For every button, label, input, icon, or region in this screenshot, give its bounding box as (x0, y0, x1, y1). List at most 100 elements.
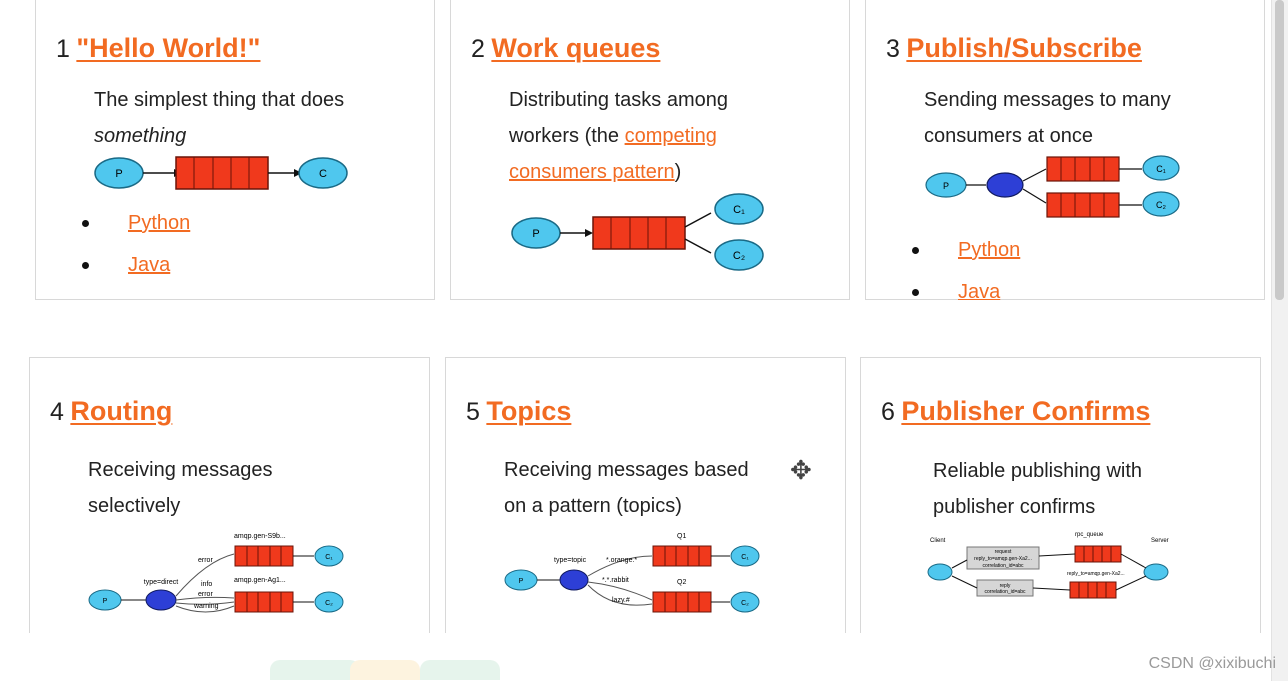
consumer-2-label: C₂ (741, 600, 749, 607)
tutorial-title-link[interactable]: Topics (486, 396, 572, 426)
description-line: on a pattern (topics) (504, 495, 682, 517)
tutorial-card-2: 2 Work queues Distributing tasks among w… (450, 0, 850, 300)
description-line: publisher confirms (933, 496, 1096, 518)
description-emphasis: something (94, 125, 187, 147)
queue-1-name: amqp.gen-S9b... (234, 533, 286, 540)
producer-label: P (532, 228, 539, 240)
consumer-1-label: C₁ (741, 554, 749, 561)
tutorial-title-link[interactable]: Publisher Confirms (901, 396, 1151, 426)
description-text: workers (the (509, 125, 625, 147)
tutorial-description: Sending messages to many consumers at on… (924, 82, 1171, 154)
tutorial-card-4: 4 Routing Receiving messages selectively… (29, 357, 430, 647)
python-link[interactable]: Python (128, 212, 191, 234)
description-line: Distributing tasks among (509, 89, 728, 111)
consumer-1-label: C₁ (1156, 164, 1166, 174)
description-text: ) (674, 161, 682, 183)
tutorial-title-link[interactable]: Publish/Subscribe (906, 33, 1142, 63)
tutorial-title-link[interactable]: Routing (70, 396, 173, 426)
card-heading: 3 Publish/Subscribe (886, 33, 1142, 64)
tutorial-description: The simplest thing that does something (94, 82, 344, 154)
binding-error2-label: error (198, 591, 213, 598)
reply-queue-label: reply_to=amqp.gen-Xa2... (1067, 571, 1125, 577)
producer-label: P (943, 181, 949, 191)
queue-1-name: Q1 (677, 533, 686, 540)
topics-diagram: P type=topic *.orange.* *.*.rabbit lazy.… (504, 533, 760, 613)
exchange-type-label: type=topic (554, 557, 587, 564)
tutorial-card-3: 3 Publish/Subscribe Sending messages to … (865, 0, 1265, 303)
binding-orange-label: *.orange.* (606, 557, 637, 564)
producer-label: P (115, 168, 122, 180)
tutorial-number: 1 (56, 35, 70, 63)
scrollbar-thumb[interactable] (1275, 0, 1284, 300)
card-heading: 4 Routing (50, 396, 172, 427)
vertical-scrollbar[interactable] (1271, 0, 1288, 681)
binding-error-label: error (198, 557, 213, 564)
row-gap (0, 300, 1270, 357)
page-bottom (0, 633, 1272, 681)
queue-2-name: amqp.gen-Ag1... (234, 577, 286, 584)
consumer-1-label: C₁ (325, 554, 333, 561)
rpc-queue-label: rpc_queue (1075, 532, 1104, 538)
tutorial-number: 5 (466, 398, 480, 426)
tutorial-description: Receiving messages selectively (88, 452, 273, 524)
request-correlation: correlation_id=abc (983, 563, 1024, 569)
producer-label: P (103, 598, 108, 605)
list-item: Python (911, 236, 1021, 278)
client-label: Client (930, 538, 946, 544)
language-list: Python Java (911, 236, 1021, 320)
server-label: Server (1151, 538, 1169, 544)
binding-rabbit-label: *.*.rabbit (602, 577, 629, 584)
tutorial-card-6: 6 Publisher Confirms Reliable publishing… (860, 357, 1261, 647)
publisher-confirms-diagram: Client Server rpc_queue request reply_to… (927, 532, 1169, 599)
tutorial-title-link[interactable]: "Hello World!" (76, 33, 261, 63)
tutorial-description: Receiving messages based on a pattern (t… (504, 452, 749, 524)
description-line: Receiving messages based (504, 459, 749, 481)
java-link[interactable]: Java (958, 281, 1001, 303)
python-link[interactable]: Python (958, 239, 1021, 261)
tutorial-card-5: 5 Topics Receiving messages based on a p… (445, 357, 846, 647)
description-line: Reliable publishing with (933, 460, 1143, 482)
description-line: Receiving messages (88, 459, 273, 481)
request-reply-to: reply_to=amqp.gen-Xa2... (974, 556, 1032, 562)
tutorial-card-1: 1 "Hello World!" The simplest thing that… (35, 0, 435, 300)
card-heading: 5 Topics (466, 396, 571, 427)
language-list: Python Java (81, 209, 191, 293)
description-line: selectively (88, 495, 181, 517)
queue-2-name: Q2 (677, 579, 686, 586)
list-item: Python (81, 209, 191, 251)
exchange-type-label: type=direct (144, 579, 178, 586)
tutorial-number: 4 (50, 398, 64, 426)
hello-world-diagram: P C (94, 156, 348, 190)
routing-diagram: P type=direct error info error warning a… (88, 533, 344, 613)
tutorial-number: 6 (881, 398, 895, 426)
reply-correlation: correlation_id=abc (985, 589, 1026, 595)
description-line: Sending messages to many (924, 89, 1171, 111)
list-item: Java (911, 278, 1020, 320)
consumer-label: C (319, 168, 327, 180)
request-label: request (995, 549, 1012, 555)
card-heading: 1 "Hello World!" (56, 33, 260, 64)
decoration-shape (270, 660, 360, 680)
competing-consumers-link-cont[interactable]: consumers pattern (509, 161, 675, 183)
watermark: CSDN @xixibuchi (1148, 655, 1276, 672)
reply-label: reply (1000, 583, 1011, 589)
decoration-shape (420, 660, 500, 680)
competing-consumers-link[interactable]: competing (624, 125, 717, 147)
card-heading: 2 Work queues (471, 33, 660, 64)
move-cursor-icon: ✥ (790, 455, 812, 485)
producer-label: P (519, 578, 524, 585)
tutorial-number: 2 (471, 35, 485, 63)
list-item: Java (81, 251, 190, 293)
card-heading: 6 Publisher Confirms (881, 396, 1150, 427)
description-line: The simplest thing that does (94, 89, 345, 111)
tutorial-title-link[interactable]: Work queues (491, 33, 661, 63)
consumer-1-label: C₁ (733, 204, 745, 216)
consumer-2-label: C₂ (325, 600, 333, 607)
binding-info-label: info (201, 581, 212, 588)
decoration-shape (350, 660, 420, 680)
java-link[interactable]: Java (128, 254, 171, 276)
tutorial-description: Distributing tasks among workers (the co… (509, 82, 728, 190)
consumer-2-label: C₂ (733, 250, 745, 262)
work-queues-diagram: P C₁ C₂ (511, 193, 764, 271)
tutorial-description: Reliable publishing with publisher confi… (933, 453, 1142, 525)
